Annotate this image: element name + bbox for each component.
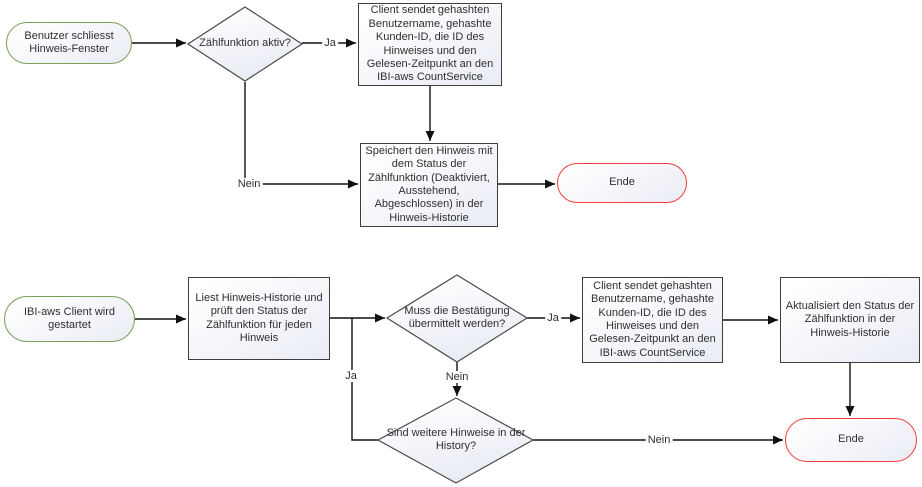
bottom-end-terminator: Ende <box>785 418 917 462</box>
bottom-decision-confirm-label: Muss die Bestätigung übermittelt werden? <box>404 304 510 330</box>
edge-label-top-ja: Ja <box>322 37 338 49</box>
bottom-read-process: Liest Hinweis-Historie und prüft den Sta… <box>188 277 330 360</box>
top-send-process: Client sendet gehashten Benutzername, ge… <box>358 3 502 86</box>
edge-label-bottom-ja-confirm: Ja <box>545 312 561 324</box>
top-store-process: Speichert den Hinweis mit dem Status der… <box>360 143 498 227</box>
bottom-update-process: Aktualisiert den Status der Zählfunktion… <box>780 277 920 363</box>
top-start-terminator: Benutzer schliesst Hinweis-Fenster <box>6 22 132 64</box>
bottom-send-process: Client sendet gehashten Benutzername, ge… <box>582 277 723 363</box>
top-decision-label: Zählfunktion aktiv? <box>199 37 291 50</box>
connector-top-decision-nein-to-store <box>244 82 358 189</box>
bottom-start-terminator: IBI-aws Client wird gestartet <box>4 296 135 342</box>
edge-label-bottom-ja-more: Ja <box>343 370 359 382</box>
bottom-decision-more-label: Sind weitere Hinweise in der History? <box>386 426 526 452</box>
top-end-terminator: Ende <box>557 163 687 203</box>
edge-label-top-nein: Nein <box>235 178 263 190</box>
edge-label-bottom-nein-more: Nein <box>645 434 673 446</box>
edge-label-bottom-nein-confirm: Nein <box>443 371 471 383</box>
